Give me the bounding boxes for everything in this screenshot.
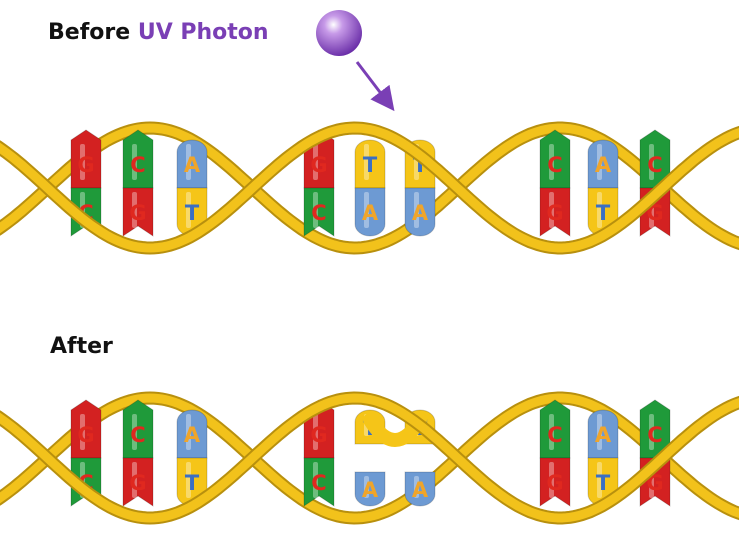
- base-letter-G: G: [310, 153, 327, 177]
- after-label: After: [50, 334, 113, 359]
- uv-photon: [316, 10, 395, 112]
- base-letter-G: G: [546, 201, 563, 225]
- base-letter-A: A: [412, 201, 429, 225]
- base-letter-T: T: [596, 471, 611, 495]
- base-bottom-A: A: [354, 187, 386, 237]
- base-top-A: A: [587, 139, 619, 189]
- base-letter-T: T: [596, 201, 611, 225]
- base-letter-C: C: [311, 201, 326, 225]
- base-letter-T: T: [363, 153, 378, 177]
- base-bottom-C: C: [303, 457, 335, 507]
- base-top-C: C: [639, 129, 671, 189]
- base-letter-C: C: [130, 153, 145, 177]
- base-bottom-G: G: [539, 457, 571, 507]
- base-letter-C: C: [547, 423, 562, 447]
- base-letter-C: C: [547, 153, 562, 177]
- base-top-C: C: [639, 399, 671, 459]
- base-bottom-G: G: [122, 457, 154, 507]
- uv-label: UV: [137, 20, 173, 45]
- base-letter-G: G: [77, 423, 94, 447]
- base-letter-G: G: [129, 201, 146, 225]
- base-top-A: A: [176, 139, 208, 189]
- uv-photon-icon: [316, 10, 362, 56]
- base-letter-C: C: [311, 471, 326, 495]
- photon-arrow-icon: [355, 61, 395, 112]
- base-top-C: C: [122, 129, 154, 189]
- base-letter-C: C: [647, 423, 662, 447]
- after-caption: After: [50, 334, 113, 360]
- base-letter-G: G: [310, 423, 327, 447]
- base-top-A: A: [176, 409, 208, 459]
- base-letter-G: G: [77, 153, 94, 177]
- base-top-C: C: [539, 129, 571, 189]
- base-letter-C: C: [130, 423, 145, 447]
- base-letter-A: A: [595, 423, 612, 447]
- before-label: Before: [48, 20, 131, 45]
- base-top-G: G: [70, 399, 102, 459]
- base-letter-T: T: [185, 471, 200, 495]
- before-caption: Before UV Photon: [48, 20, 269, 46]
- base-bottom-G: G: [539, 187, 571, 237]
- base-top-A: A: [587, 409, 619, 459]
- base-top-T: T: [354, 139, 386, 189]
- base-letter-C: C: [647, 153, 662, 177]
- base-letter-A: A: [595, 153, 612, 177]
- photon-label: Photon: [180, 20, 269, 45]
- base-top-G: G: [70, 129, 102, 189]
- base-bottom-A: A: [354, 471, 386, 507]
- base-letter-A: A: [412, 478, 429, 502]
- base-bottom-C: C: [303, 187, 335, 237]
- base-letter-G: G: [129, 471, 146, 495]
- base-bottom-A: A: [404, 187, 436, 237]
- base-letter-A: A: [362, 201, 379, 225]
- base-letter-A: A: [184, 153, 201, 177]
- base-letter-A: A: [362, 478, 379, 502]
- base-top-C: C: [122, 399, 154, 459]
- base-top-C: C: [539, 399, 571, 459]
- base-letter-G: G: [546, 471, 563, 495]
- base-bottom-G: G: [122, 187, 154, 237]
- base-bottom-A: A: [404, 471, 436, 507]
- base-letter-A: A: [184, 423, 201, 447]
- base-letter-T: T: [185, 201, 200, 225]
